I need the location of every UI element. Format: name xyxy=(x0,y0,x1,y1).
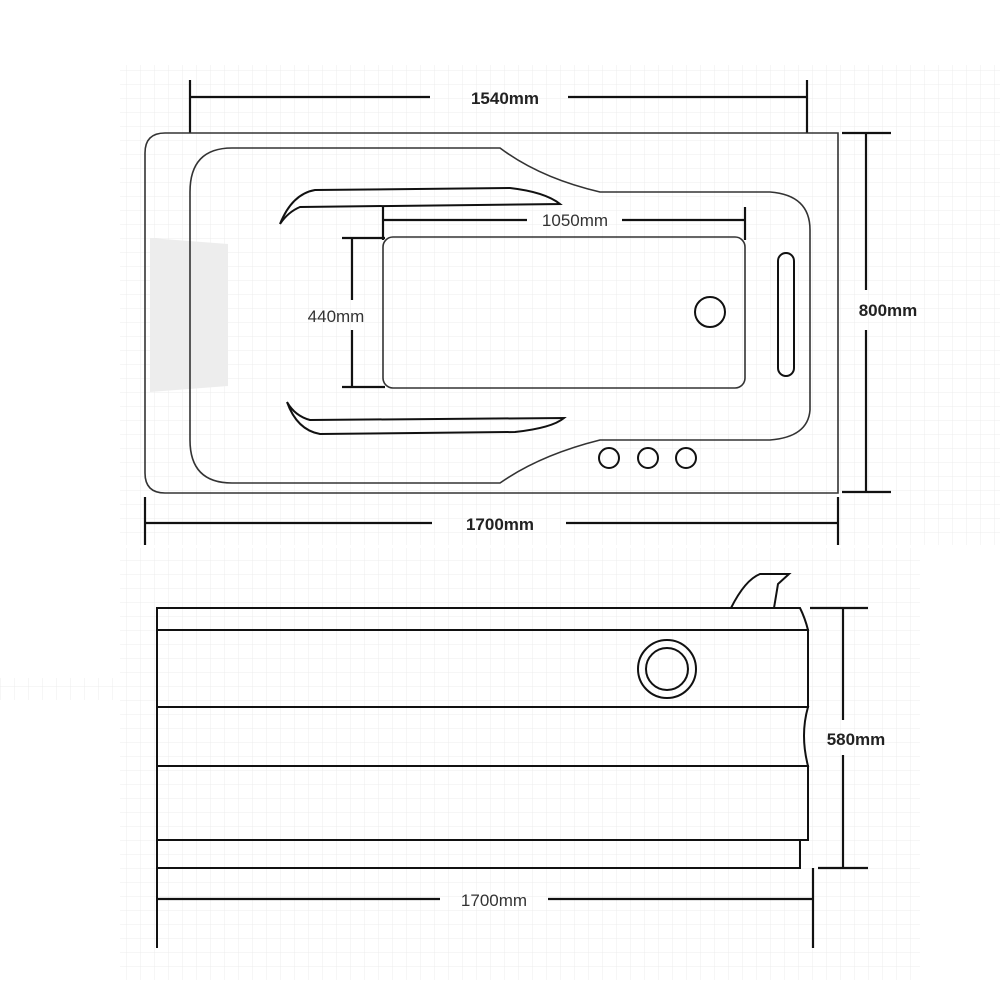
drain-icon xyxy=(694,296,726,328)
dimension-label-1700-top: 1700mm xyxy=(466,515,534,534)
headrest-pillow xyxy=(150,238,228,392)
dimension-label-580: 580mm xyxy=(827,730,886,749)
overflow-inner-ring-icon xyxy=(645,647,689,691)
grab-handle xyxy=(777,252,795,377)
dimension-label-440: 440mm xyxy=(308,307,365,326)
grid-background-top xyxy=(120,65,1000,545)
dimension-1050: 1050mm xyxy=(381,207,747,240)
dimension-1700-side: 1700mm xyxy=(157,868,815,948)
upper-armrest xyxy=(279,186,563,225)
faucet-spout xyxy=(730,573,792,609)
dimension-label-1050: 1050mm xyxy=(542,211,608,230)
dimension-1540: 1540mm xyxy=(188,80,809,133)
tub-basin xyxy=(382,236,746,389)
dimension-800: 800mm xyxy=(842,131,918,494)
apron-base xyxy=(157,839,801,869)
grid-background-bottom xyxy=(120,548,920,980)
dimension-label-800: 800mm xyxy=(859,301,918,320)
control-knob-icon xyxy=(675,447,697,469)
dimension-1700-top: 1700mm xyxy=(143,497,840,545)
grid-background-left-strip xyxy=(0,678,120,700)
tub-outer-rim xyxy=(144,132,839,494)
top-view: 1540mm 1050mm xyxy=(143,80,918,545)
lower-armrest xyxy=(286,401,567,436)
overflow-outer-ring-icon xyxy=(637,639,697,699)
dimension-label-1700-side: 1700mm xyxy=(461,891,527,910)
dimension-440: 440mm xyxy=(308,236,385,389)
dimension-label-1540: 1540mm xyxy=(471,89,539,108)
control-knob-icon xyxy=(598,447,620,469)
side-view: 580mm 1700mm xyxy=(156,573,886,948)
control-knob-icon xyxy=(637,447,659,469)
dimension-580: 580mm xyxy=(810,606,886,870)
tub-inner-rim xyxy=(189,147,811,484)
